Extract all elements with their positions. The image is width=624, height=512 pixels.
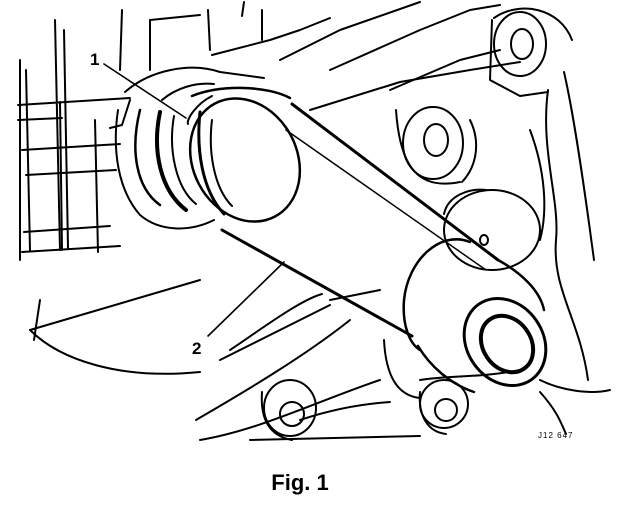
callout-label-2: 2 (192, 339, 202, 358)
leader-line-2 (208, 262, 284, 336)
callout-label-1: 1 (90, 50, 100, 69)
figure-caption: Fig. 1 (271, 470, 329, 495)
leader-line-1 (104, 64, 186, 118)
bushing-housing (116, 68, 290, 229)
figure-reference-code: J12 647 (538, 431, 574, 440)
leader-lines (104, 64, 284, 336)
transmission-casing (18, 2, 610, 440)
installer-tool (169, 79, 562, 401)
